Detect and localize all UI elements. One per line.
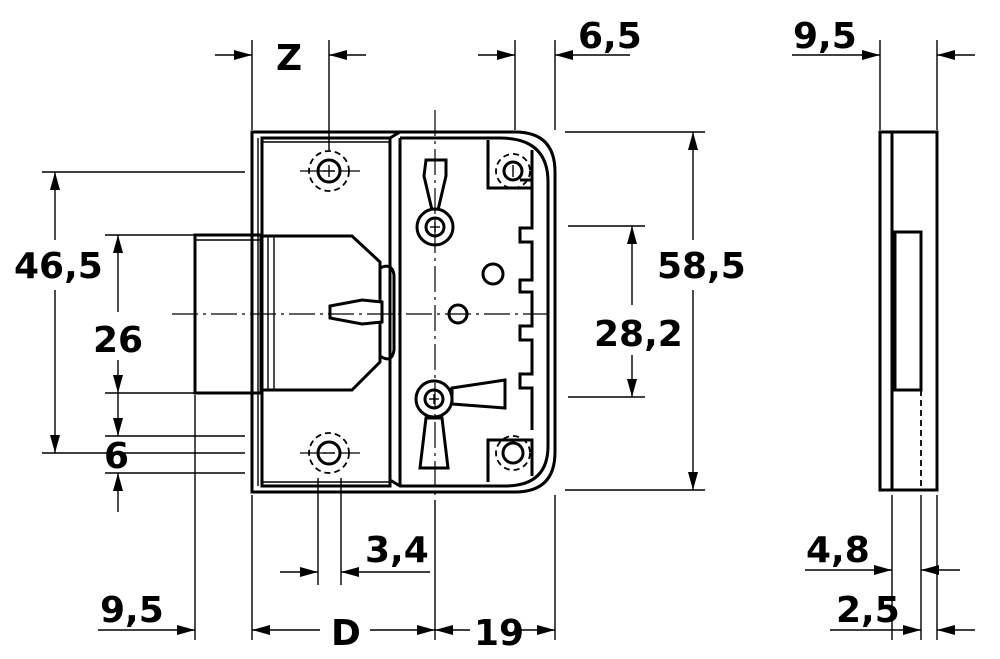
- dim-6: 6: [104, 436, 129, 477]
- dim-6-5: 6,5: [578, 16, 642, 57]
- key-pin: [328, 298, 384, 326]
- dim-26: 26: [93, 320, 143, 361]
- dim-9-5-top: 9,5: [793, 16, 857, 57]
- screw-top-right: [495, 153, 531, 189]
- dim-58-5: 58,5: [657, 246, 746, 287]
- front-view: [172, 110, 557, 500]
- dim-3-4: 3,4: [365, 530, 429, 571]
- side-view: [878, 130, 939, 492]
- lever-bottom: [414, 378, 507, 470]
- dim-d: D: [331, 613, 361, 654]
- dim-2-5: 2,5: [836, 590, 900, 631]
- side-body: [878, 130, 939, 492]
- right-plate: [389, 130, 550, 488]
- side-slot: [893, 230, 923, 392]
- dim-4-8: 4,8: [806, 530, 870, 571]
- dim-9-5-bottom: 9,5: [100, 590, 164, 631]
- notched-edge: [518, 178, 534, 430]
- cam-plate: [378, 264, 396, 361]
- pin-hole-upper: [481, 262, 505, 286]
- screw-bottom-right: [495, 435, 531, 471]
- dim-46-5: 46,5: [14, 246, 103, 287]
- dimension-lines: [42, 40, 975, 640]
- dimension-labels: Z 6,5 9,5 46,5 26 6 58,5 28,2 3,4 4,8 9,…: [14, 16, 900, 654]
- dim-19: 19: [474, 613, 524, 654]
- lock-case-outline: [250, 130, 557, 494]
- pocket-bottom-right: [486, 438, 534, 482]
- dim-28-2: 28,2: [594, 314, 683, 355]
- dim-z: Z: [276, 38, 302, 79]
- pocket-top-right: [486, 140, 534, 190]
